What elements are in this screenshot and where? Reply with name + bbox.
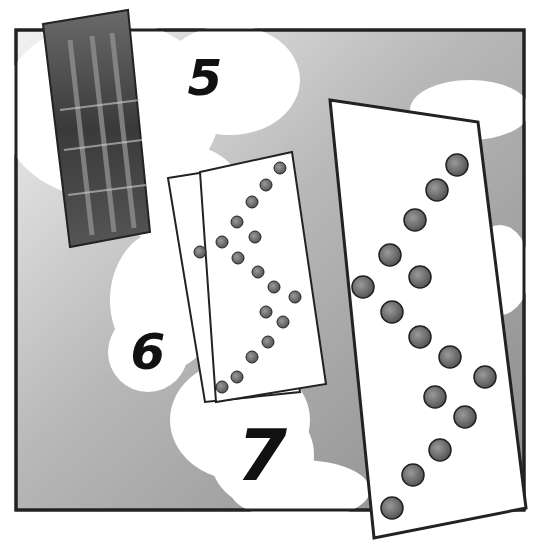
- sheet-hole: [216, 236, 228, 248]
- sheet-hole: [246, 196, 258, 208]
- sheet-hole: [216, 381, 228, 393]
- sheet-hole: [409, 266, 431, 288]
- sheet-hole: [429, 439, 451, 461]
- sheet-hole: [426, 179, 448, 201]
- sheet-hole: [231, 216, 243, 228]
- sheet-hole: [262, 336, 274, 348]
- sheet-hole: [424, 386, 446, 408]
- sheet-hole: [439, 346, 461, 368]
- sheet-hole: [260, 179, 272, 191]
- sheet-hole: [232, 252, 244, 264]
- sheet-hole: [268, 281, 280, 293]
- sheet-hole: [252, 266, 264, 278]
- sheet-hole: [260, 306, 272, 318]
- sheet-hole: [381, 497, 403, 519]
- sheet-hole: [289, 291, 301, 303]
- callout-number: 7: [237, 419, 287, 491]
- sheet-hole: [446, 154, 468, 176]
- sheet-hole: [404, 209, 426, 231]
- sheet-hole: [277, 316, 289, 328]
- sheet-hole: [352, 276, 374, 298]
- sheet-hole: [454, 406, 476, 428]
- sheet-hole: [249, 231, 261, 243]
- sheet-hole: [379, 244, 401, 266]
- sheet-hole: [381, 301, 403, 323]
- callout-number: 5: [188, 53, 223, 103]
- sheet-hole: [274, 162, 286, 174]
- sheet-hole: [246, 351, 258, 363]
- callout-number: 6: [131, 327, 166, 377]
- sheet-hole: [194, 246, 206, 258]
- sheet-hole: [474, 366, 496, 388]
- sheet-hole: [231, 371, 243, 383]
- sheet-hole: [409, 326, 431, 348]
- sheet-hole: [402, 464, 424, 486]
